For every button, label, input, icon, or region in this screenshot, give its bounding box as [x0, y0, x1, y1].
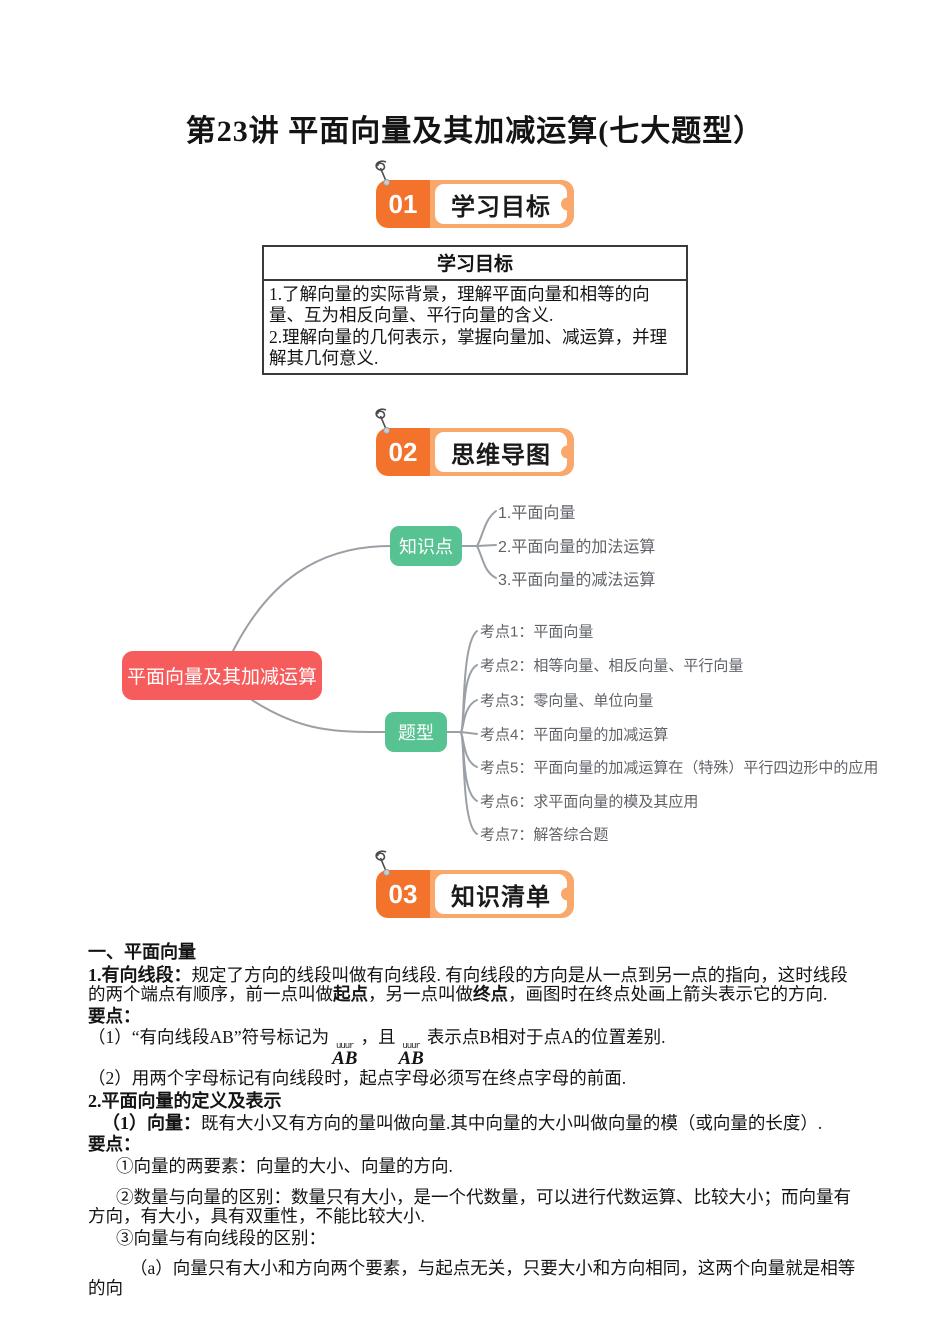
exam-point-item: 考点3：零向量、单位向量 [480, 692, 654, 710]
badge-label: 思维导图 [451, 441, 551, 469]
badge-number: 02 [376, 428, 430, 477]
page-title: 第23讲 平面向量及其加减运算(七大题型） [185, 115, 765, 148]
mindmap-root-node: 平面向量及其加减运算 [122, 651, 322, 701]
keypoint-sub-a: （a）向量只有大小和方向两个要素，与起点无关，只要大小和方向相同，这两个向量就是… [88, 1258, 856, 1298]
badge-label-pill: 学习目标 [435, 184, 567, 224]
learning-goal-item: 2.理解向量的几何表示，掌握向量加、减运算，并理解其几何意义. [269, 326, 668, 369]
knowledge-item: 1.平面向量 [498, 505, 576, 523]
mind-map: 平面向量及其加减运算 知识点 题型 1.平面向量 2.平面向量的加法运算 3.平… [0, 484, 950, 856]
badge-number: 01 [376, 180, 430, 228]
keypoint-item-2: （2）用两个字母标记有向线段时，起点字母必须写在终点字母的前面. [88, 1068, 627, 1089]
knowledge-item: 2.平面向量的加法运算 [498, 539, 656, 557]
keypoints-label: 要点： [88, 1134, 141, 1155]
badge: 03 知识清单 [376, 870, 574, 919]
learning-goals-table: 学习目标 1.了解向量的实际背景，理解平面向量和相等的向量、互为相反向量、平行向… [262, 245, 688, 376]
section-badge-learning-goals: 01 学习目标 [375, 160, 574, 228]
badge-label: 学习目标 [451, 193, 551, 221]
exam-point-item: 考点2：相等向量、相反向量、平行向量 [480, 657, 744, 675]
keypoint-circle-2: ②数量与向量的区别：数量只有大小，是一个代数量，可以进行代数运算、比较大小；而向… [88, 1186, 851, 1227]
pin-icon [375, 160, 391, 186]
section-badge-knowledge-list: 03 知识清单 [375, 850, 574, 919]
badge-label: 知识清单 [451, 883, 551, 911]
keypoint-circle-1: ①向量的两要素：向量的大小、向量的方向. [116, 1156, 453, 1177]
exam-point-item: 考点7：解答综合题 [480, 826, 609, 844]
section-heading: 一、平面向量 [88, 942, 196, 963]
keypoint-circle-3: ③向量与有向线段的区别： [116, 1227, 326, 1248]
badge-label-pill: 思维导图 [435, 432, 567, 473]
paragraph-directed-segment: 1.有向线段：规定了方向的线段叫做有向线段. 有向线段的方向是从一点到另一点的指… [88, 964, 848, 1005]
knowledge-item: 3.平面向量的减法运算 [498, 572, 656, 590]
exam-point-item: 考点6：求平面向量的模及其应用 [480, 793, 699, 811]
badge-number: 03 [376, 870, 430, 919]
mindmap-branch-types: 题型 [385, 712, 447, 753]
keypoints-label: 要点： [88, 1005, 141, 1026]
section-heading: 2.平面向量的定义及表示 [88, 1090, 282, 1111]
exam-point-item: 考点5：平面向量的加减运算在（特殊）平行四边形中的应用 [480, 759, 879, 777]
paragraph-vector-definition: （1）向量：既有大小又有方向的量叫做向量.其中向量的大小叫做向量的模（或向量的长… [102, 1112, 823, 1133]
section-badge-mind-map: 02 思维导图 [375, 408, 574, 477]
knowledge-content: 一、平面向量 1.有向线段：规定了方向的线段叫做有向线段. 有向线段的方向是从一… [88, 941, 862, 1299]
mindmap-branch-knowledge: 知识点 [390, 526, 462, 567]
badge: 01 学习目标 [376, 180, 574, 228]
badge-label-pill: 知识清单 [435, 874, 567, 915]
exam-point-item: 考点4：平面向量的加减运算 [480, 726, 669, 744]
pin-icon [375, 850, 391, 877]
learning-goals-table-header: 学习目标 [264, 247, 686, 281]
pin-icon [375, 408, 391, 435]
mind-map-connectors [232, 510, 497, 836]
badge: 02 思维导图 [376, 428, 574, 477]
exam-point-item: 考点1：平面向量 [480, 623, 594, 641]
learning-goals-table-body: 1.了解向量的实际背景，理解平面向量和相等的向量、互为相反向量、平行向量的含义.… [264, 281, 686, 373]
learning-goal-item: 1.了解向量的实际背景，理解平面向量和相等的向量、互为相反向量、平行向量的含义. [269, 284, 650, 326]
